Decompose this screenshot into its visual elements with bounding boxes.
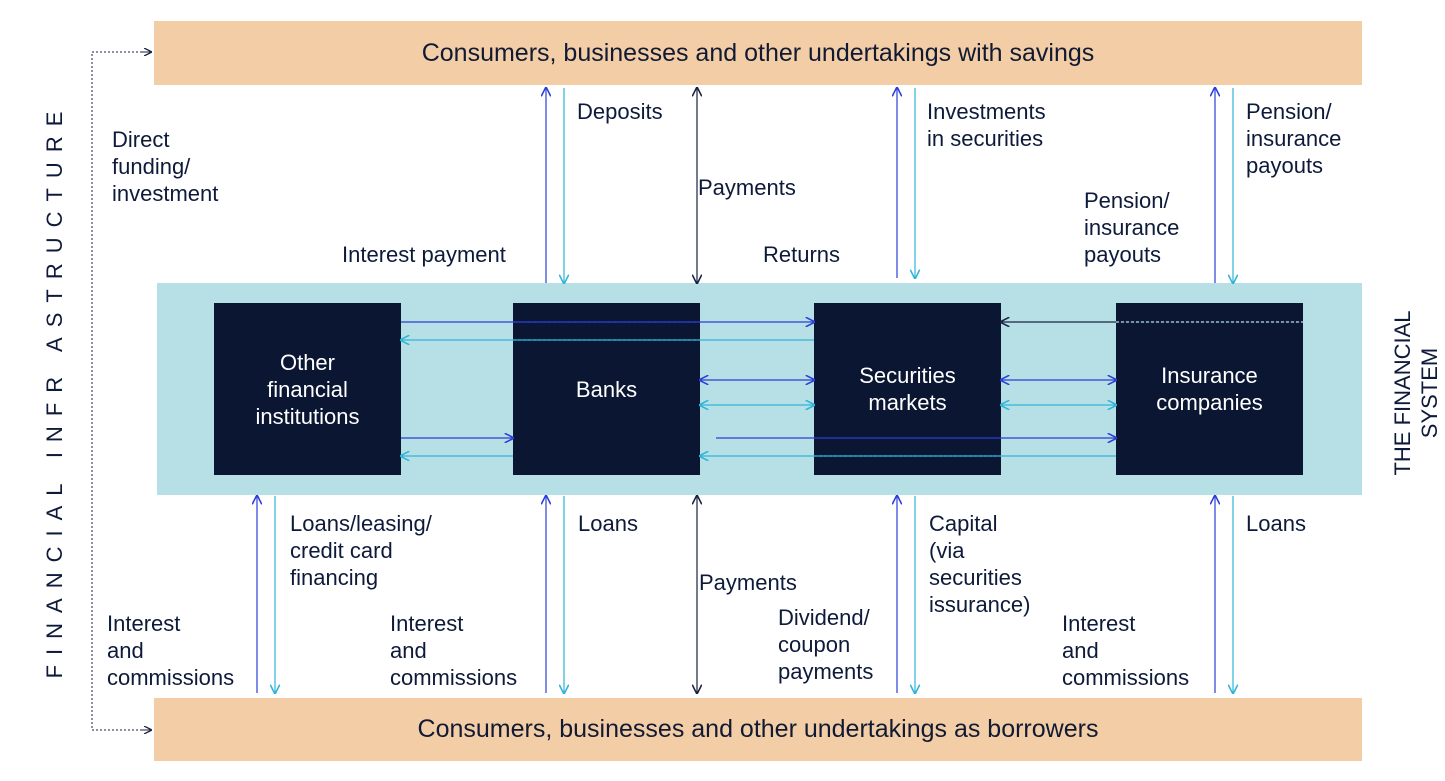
label-deposits: Deposits: [577, 99, 663, 124]
savers-band-label: Consumers, businesses and other undertak…: [421, 38, 1095, 67]
label-payments-top: Payments: [698, 175, 796, 200]
other-financial-institutions-label: Other financial institutions: [255, 349, 360, 429]
label-investments: Investments in securities: [927, 99, 1046, 151]
financial-system-label: THE FINANCIAL SYSTEM: [1389, 310, 1443, 475]
financial-system-label-line2: SYSTEM: [1417, 347, 1442, 439]
label-interest-comm-3: Interest and commissions: [1062, 611, 1190, 690]
label-loans-leasing: Loans/leasing/ credit card financing: [290, 511, 432, 590]
banks-label: Banks: [575, 376, 638, 402]
label-pension-right: Pension/ insurance payouts: [1246, 99, 1342, 178]
label-interest-comm-1: Interest and commissions: [107, 611, 235, 690]
banks-box: Banks: [513, 303, 700, 475]
label-capital: Capital (via securities issurance): [929, 511, 1031, 617]
insurance-companies-box: Insurance companies: [1116, 303, 1303, 475]
label-interest-payment: Interest payment: [342, 242, 506, 267]
label-loans-banks: Loans: [578, 511, 638, 536]
borrowers-band: Consumers, businesses and other undertak…: [154, 698, 1362, 761]
label-loans-insurance: Loans: [1246, 511, 1306, 536]
borrowers-band-label: Consumers, businesses and other undertak…: [417, 715, 1099, 743]
insurance-companies-label: Insurance companies: [1156, 363, 1263, 415]
label-direct-funding: Direct funding/ investment: [112, 127, 219, 206]
savers-band: Consumers, businesses and other undertak…: [154, 21, 1362, 85]
label-pension-left: Pension/ insurance payouts: [1084, 188, 1180, 267]
label-dividend: Dividend/ coupon payments: [778, 605, 874, 684]
financial-infrastructure-label: FINANCIAL INFR ASTRUCTURE: [42, 101, 67, 679]
securities-markets-box: Securities markets: [814, 303, 1001, 475]
infrastructure-bracket: [91, 51, 150, 731]
financial-system-label-line1: THE FINANCIAL: [1390, 310, 1415, 476]
label-payments-bottom: Payments: [699, 570, 797, 595]
label-returns: Returns: [763, 242, 841, 267]
label-interest-comm-2: Interest and commissions: [390, 611, 518, 690]
securities-markets-label: Securities markets: [859, 363, 956, 415]
other-financial-institutions-box: Other financial institutions: [214, 303, 401, 475]
